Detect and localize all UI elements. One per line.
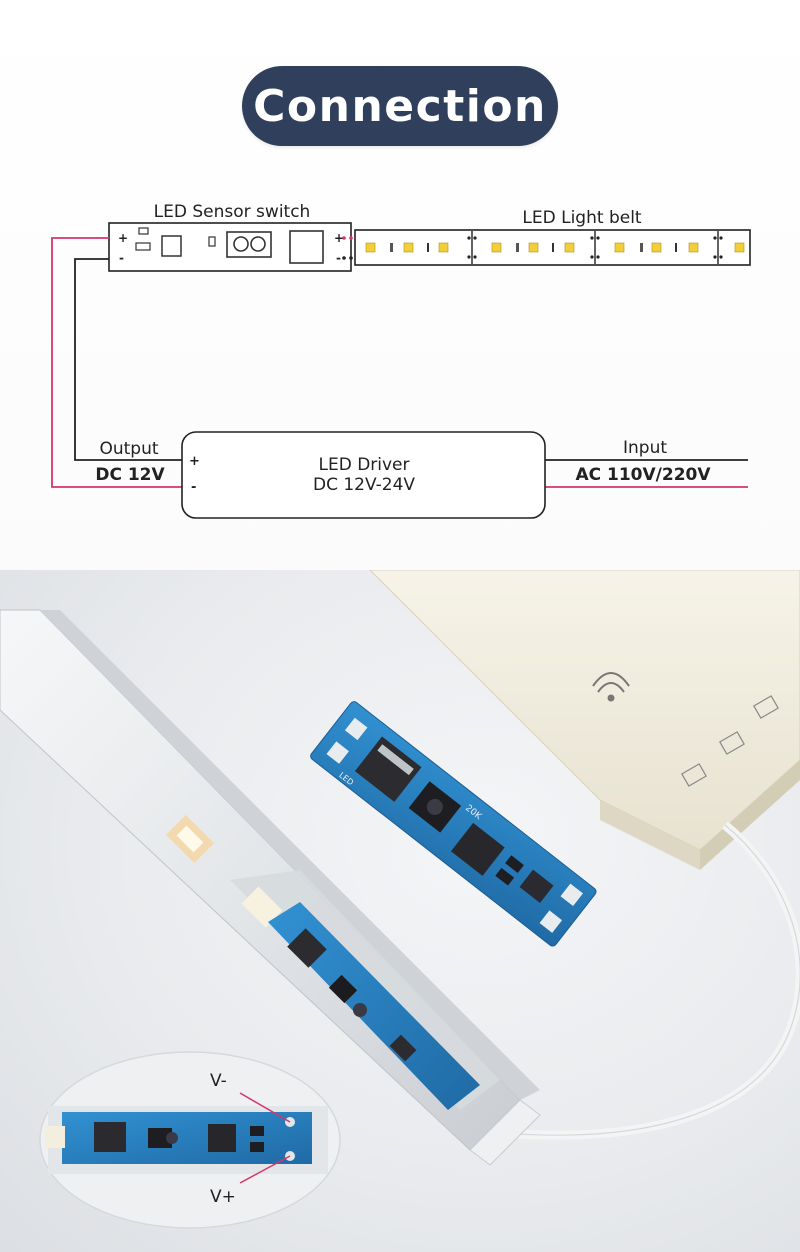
- input-label: Input: [623, 438, 667, 458]
- product-illustration: 20K LED V- V+: [0, 570, 800, 1229]
- light-belt-leds: [365, 231, 745, 264]
- belt-led: [491, 242, 502, 253]
- belt-resistor: [640, 243, 643, 252]
- belt-led: [365, 242, 376, 253]
- input-voltage: AC 110V/220V: [575, 465, 711, 485]
- wiring-diagram: LED Sensor switch LED Light belt + - + -…: [51, 202, 751, 519]
- sensor-output-minus: -: [336, 251, 341, 265]
- v-plus-pointer: [239, 1155, 291, 1184]
- belt-led: [734, 242, 745, 253]
- v-minus-pointer: [239, 1092, 291, 1123]
- belt-solder-pad: [596, 255, 600, 259]
- driver-range: DC 12V-24V: [313, 475, 415, 495]
- wireless-signal-icon: [592, 672, 630, 702]
- belt-led: [403, 242, 414, 253]
- product-photo: 20K LED V- V+: [0, 570, 800, 1252]
- led-chip: [241, 886, 283, 928]
- belt-resistor: [552, 243, 554, 252]
- belt-solder-pad: [596, 236, 600, 240]
- sensor-smd-part: [135, 242, 151, 251]
- sensor-input-minus: -: [119, 251, 124, 265]
- belt-solder-pad: [590, 236, 594, 240]
- sensor-mosfet: [289, 230, 324, 264]
- belt-solder-pad: [473, 255, 477, 259]
- output-voltage: DC 12V: [95, 465, 165, 485]
- title-banner: Connection: [242, 66, 558, 146]
- sensor-output-plus: +: [334, 231, 344, 245]
- driver-box-photo: [369, 570, 800, 870]
- belt-led: [688, 242, 699, 253]
- ir-sensor-module: [226, 231, 272, 258]
- ir-emitter: [233, 236, 249, 252]
- belt-resistor: [390, 243, 393, 252]
- output-label: Output: [99, 439, 158, 459]
- aluminium-profile: [0, 609, 541, 1166]
- page-title: Connection: [253, 80, 547, 132]
- driver-plus: +: [189, 454, 200, 469]
- belt-solder-pad: [467, 255, 471, 259]
- negative-wire-output: [74, 258, 182, 461]
- sensor-smd-part: [138, 227, 149, 235]
- connection-diagram-section: Connection LED Sensor switch LED Light b…: [0, 0, 800, 570]
- light-belt-label: LED Light belt: [522, 208, 642, 228]
- positive-wire-output: [51, 237, 182, 488]
- sensor-input-plus: +: [118, 231, 128, 245]
- belt-solder-pad: [719, 236, 723, 240]
- belt-solder-pad: [713, 255, 717, 259]
- belt-solder-pad: [473, 236, 477, 240]
- v-plus-label: V+: [210, 1187, 236, 1207]
- magnified-callout: V- V+: [39, 1051, 341, 1229]
- sensor-smd-part: [208, 236, 216, 247]
- belt-solder-pad: [590, 255, 594, 259]
- belt-resistor: [516, 243, 519, 252]
- sensor-chip: [161, 235, 182, 257]
- led-driver-box: [181, 431, 546, 519]
- belt-solder-pad: [719, 255, 723, 259]
- belt-resistor: [675, 243, 677, 252]
- belt-solder-pad: [713, 236, 717, 240]
- sensor-switch-label: LED Sensor switch: [154, 202, 311, 222]
- sensor-board: 20K LED: [310, 701, 597, 947]
- belt-led: [438, 242, 449, 253]
- ir-receiver: [250, 236, 266, 252]
- driver-minus: -: [191, 480, 196, 495]
- belt-resistor: [427, 243, 429, 252]
- belt-led: [651, 242, 662, 253]
- belt-led: [528, 242, 539, 253]
- v-minus-label: V-: [210, 1071, 227, 1091]
- belt-led: [564, 242, 575, 253]
- driver-name: LED Driver: [318, 455, 409, 475]
- belt-solder-pad: [467, 236, 471, 240]
- belt-led: [614, 242, 625, 253]
